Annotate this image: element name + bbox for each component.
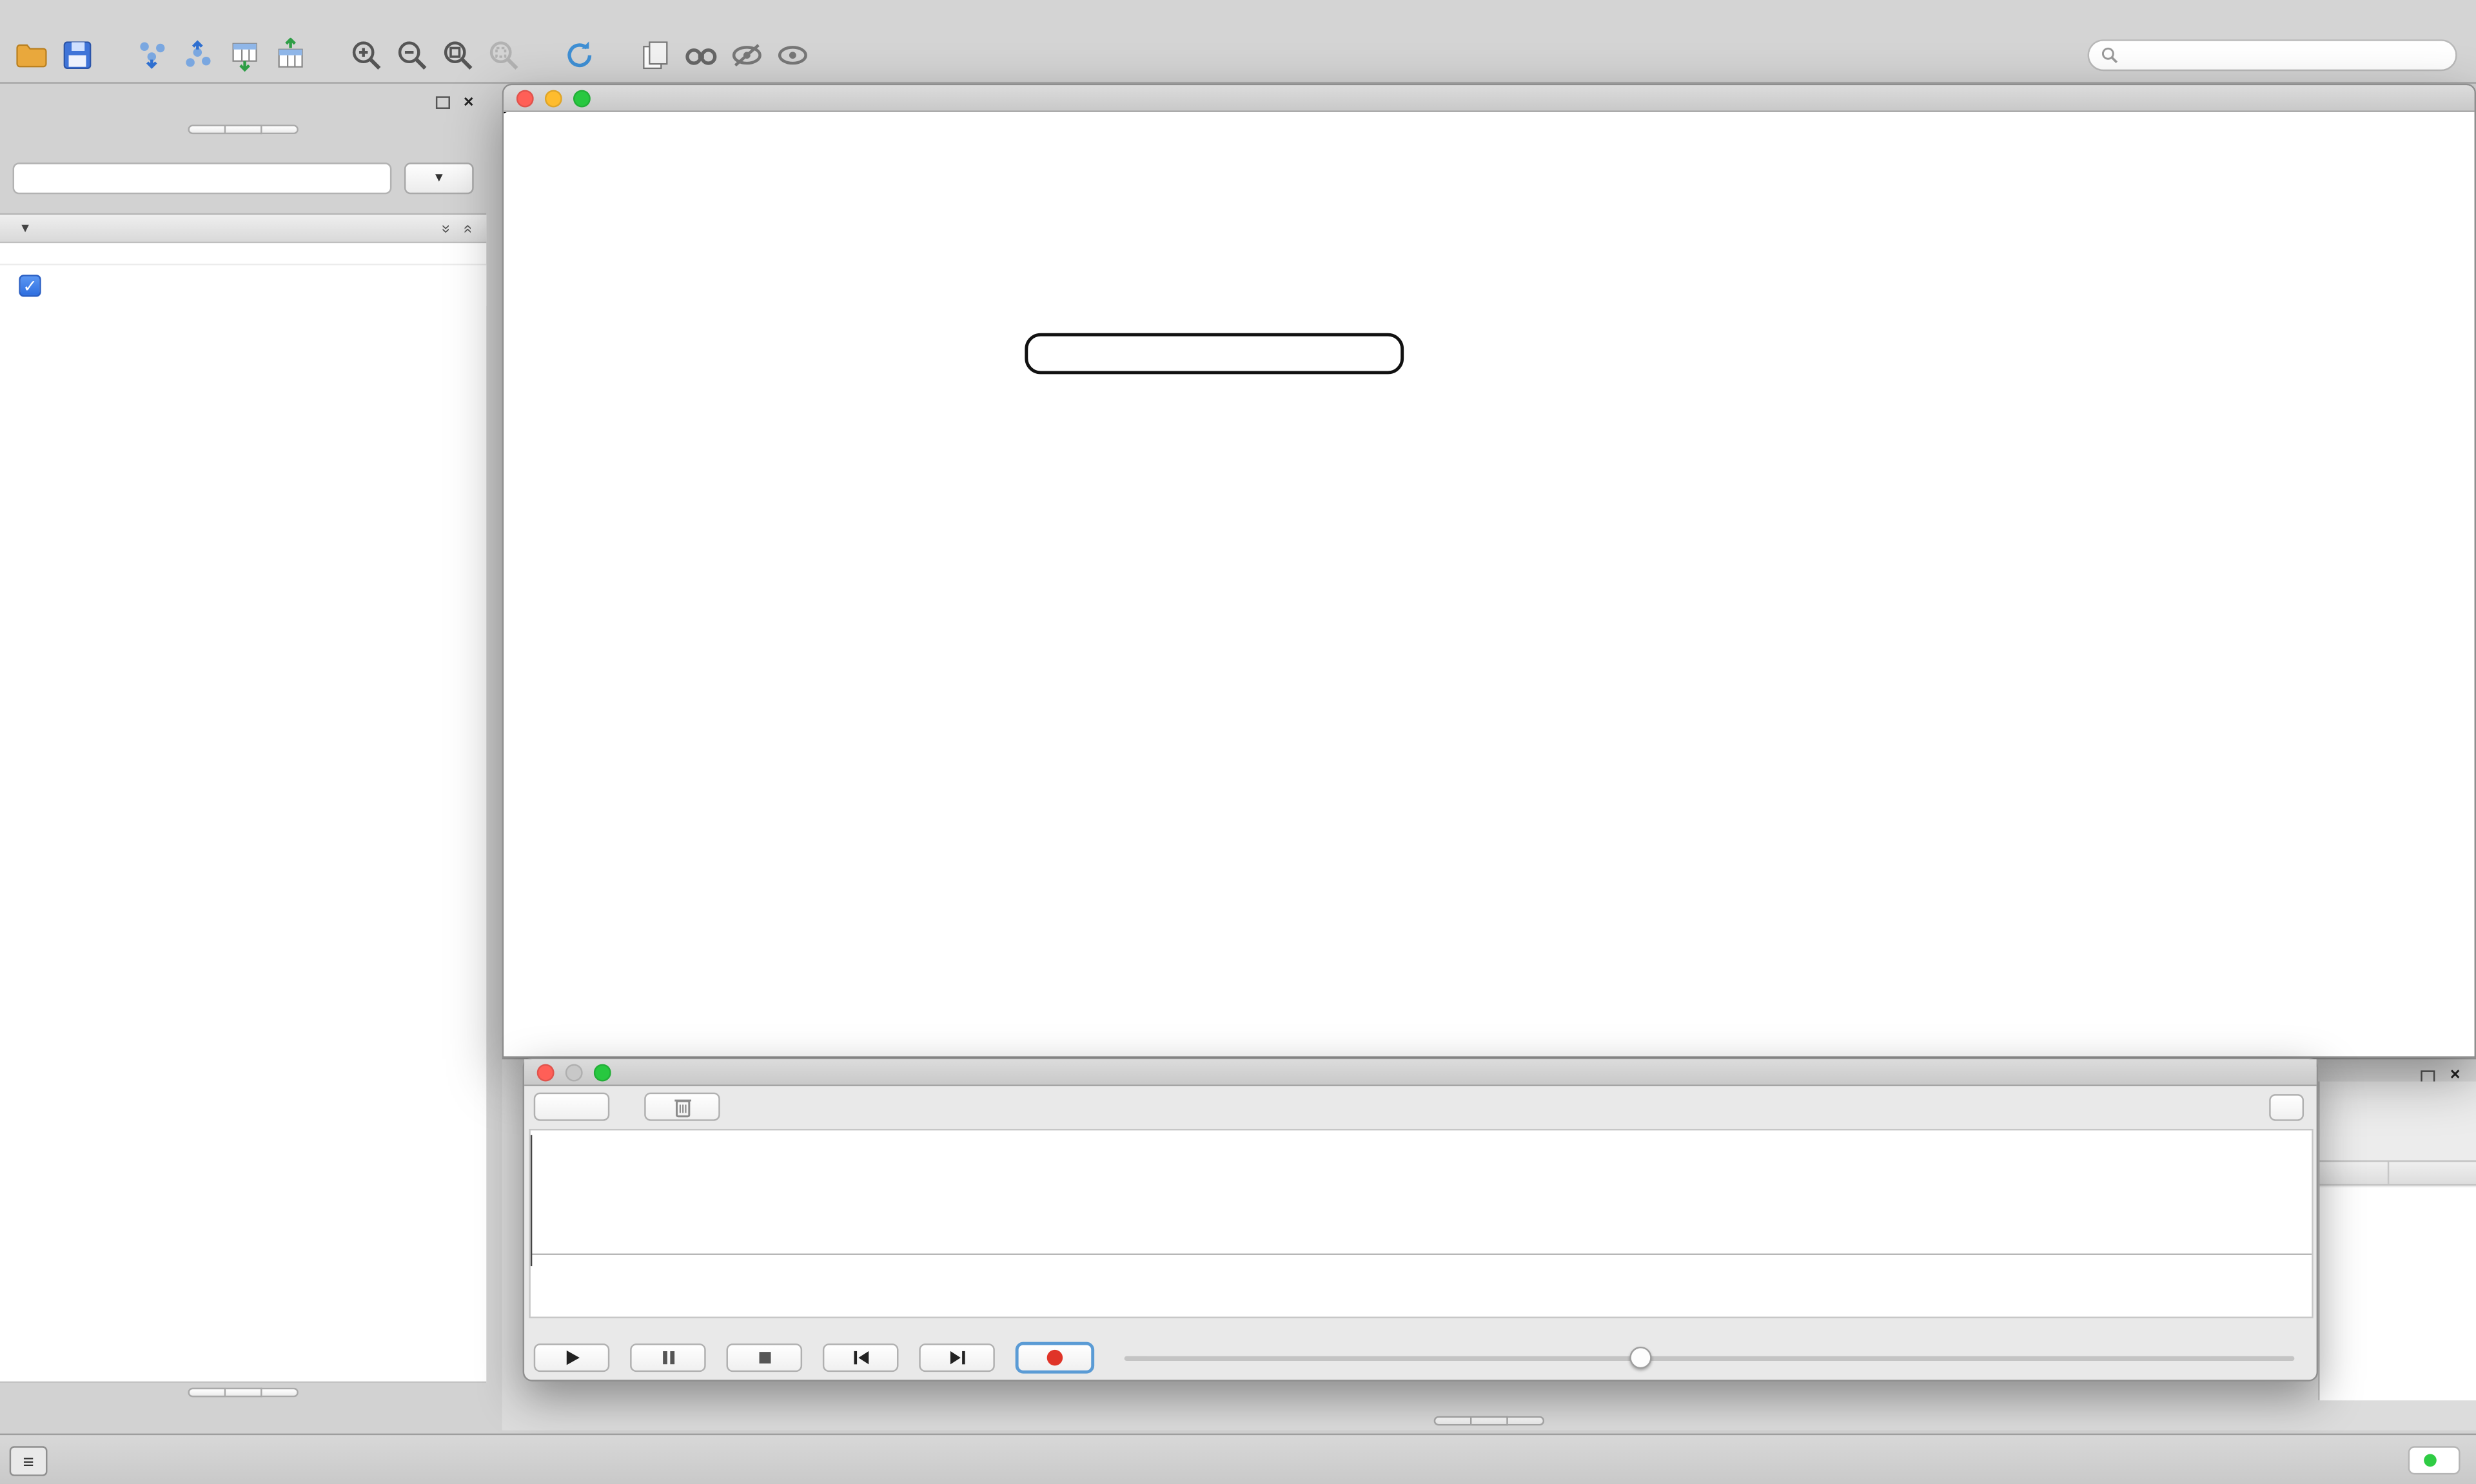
- close-window-icon[interactable]: [516, 90, 534, 108]
- tab-network-style[interactable]: [262, 1387, 299, 1398]
- table-column-header[interactable]: [2389, 1162, 2476, 1184]
- lock-size-row: ✓: [0, 265, 487, 307]
- stop-icon: [758, 1352, 771, 1364]
- network-window-titlebar[interactable]: [504, 85, 2475, 112]
- control-panel-tabs: [0, 124, 486, 135]
- zoom-fit-icon[interactable]: [439, 36, 477, 74]
- memory-status-icon: [2424, 1454, 2437, 1467]
- find-icon[interactable]: [682, 36, 720, 74]
- float-panel-icon[interactable]: [435, 96, 449, 109]
- annotation-box[interactable]: [1025, 333, 1404, 375]
- open-session-icon[interactable]: [13, 36, 51, 74]
- cyanimator-titlebar[interactable]: [524, 1059, 2317, 1086]
- play-button[interactable]: [533, 1343, 610, 1372]
- close-table-panel-icon[interactable]: ×: [2450, 1066, 2461, 1085]
- tab-network-table[interactable]: [1508, 1416, 1545, 1426]
- import-network-icon[interactable]: [134, 36, 172, 74]
- panel-menu-button[interactable]: ≡: [9, 1446, 48, 1476]
- clear-all-frames-button[interactable]: [2269, 1093, 2304, 1120]
- zoom-window-icon[interactable]: [573, 90, 591, 108]
- save-session-icon[interactable]: [59, 36, 97, 74]
- pause-icon: [662, 1351, 674, 1365]
- table-rows: [2319, 1187, 2476, 1401]
- cyanimator-toolbar: [524, 1086, 2317, 1128]
- import-table-icon[interactable]: [226, 36, 264, 74]
- slider-thumb[interactable]: [1629, 1346, 1652, 1369]
- pause-button[interactable]: [630, 1343, 706, 1372]
- control-panel-bottom-tabs: [0, 1387, 486, 1398]
- tab-edge-table[interactable]: [1471, 1416, 1508, 1426]
- skip-to-start-button[interactable]: [822, 1343, 899, 1372]
- network-canvas[interactable]: [504, 112, 2475, 1058]
- properties-column-headers: [0, 243, 487, 266]
- network-window: [502, 83, 2476, 1058]
- tab-network[interactable]: [188, 124, 226, 135]
- status-bar: ≡: [0, 1433, 2476, 1484]
- tab-node-style[interactable]: [188, 1387, 226, 1398]
- main-toolbar: [0, 28, 2476, 84]
- close-panel-icon[interactable]: ×: [463, 92, 474, 112]
- search-icon: [2101, 47, 2118, 64]
- lock-size-checkbox[interactable]: ✓: [19, 275, 41, 297]
- style-properties-panel: ▼ » » ✓: [0, 213, 487, 1383]
- refresh-view-icon[interactable]: [560, 36, 598, 74]
- stop-button[interactable]: [726, 1343, 803, 1372]
- expand-all-icon[interactable]: »: [437, 224, 455, 233]
- collapse-all-icon[interactable]: »: [460, 224, 478, 233]
- properties-caret-icon: ▼: [19, 220, 32, 235]
- animation-speed-slider[interactable]: [1124, 1343, 2295, 1372]
- minimize-window-icon[interactable]: [544, 90, 562, 108]
- float-table-panel-icon[interactable]: [2420, 1069, 2435, 1082]
- skip-to-end-button[interactable]: [919, 1343, 995, 1372]
- style-dropdown[interactable]: [12, 162, 392, 195]
- table-column-header[interactable]: [2320, 1162, 2390, 1184]
- play-icon: [565, 1350, 579, 1365]
- export-network-icon[interactable]: [180, 36, 218, 74]
- memory-button[interactable]: [2408, 1446, 2461, 1475]
- node-table-fragment: [2318, 1081, 2476, 1401]
- control-panel: × ▼ ▼ » »: [0, 86, 487, 1416]
- skip-start-icon: [853, 1351, 869, 1365]
- hide-unselected-icon[interactable]: [728, 36, 766, 74]
- zoom-in-icon[interactable]: [348, 36, 386, 74]
- slider-track: [1124, 1356, 2295, 1362]
- cyanimator-window: [522, 1057, 2319, 1381]
- record-button[interactable]: [1015, 1342, 1095, 1374]
- zoom-window-icon[interactable]: [593, 1064, 611, 1082]
- playback-controls: [524, 1337, 2317, 1378]
- tab-node-table[interactable]: [1433, 1416, 1472, 1426]
- show-all-icon[interactable]: [774, 36, 812, 74]
- search-box[interactable]: [2087, 39, 2457, 72]
- zoom-selected-icon: [485, 36, 523, 74]
- snapshot-icon[interactable]: [636, 36, 674, 74]
- tab-style[interactable]: [226, 124, 262, 135]
- timeline-playhead[interactable]: [530, 1135, 533, 1267]
- trash-icon: [674, 1099, 691, 1118]
- app-titlebar: [0, 0, 2476, 29]
- tab-select[interactable]: [262, 124, 299, 135]
- tab-edge-style[interactable]: [226, 1387, 262, 1398]
- minimize-window-icon[interactable]: [565, 1064, 583, 1082]
- add-frame-button[interactable]: [533, 1092, 610, 1121]
- record-icon: [1046, 1349, 1063, 1366]
- export-table-icon[interactable]: [271, 36, 310, 74]
- network-graph: [504, 112, 2474, 1058]
- style-options-button[interactable]: ▼: [404, 162, 474, 195]
- skip-end-icon: [949, 1351, 965, 1365]
- close-window-icon[interactable]: [536, 1064, 555, 1082]
- animation-timeline[interactable]: [529, 1129, 2314, 1318]
- timeline-ruler: [530, 1253, 2312, 1255]
- search-input[interactable]: [2127, 46, 2445, 65]
- table-panel-tabs: [1433, 1416, 1545, 1426]
- zoom-out-icon[interactable]: [393, 36, 431, 74]
- delete-frame-button[interactable]: [644, 1092, 720, 1121]
